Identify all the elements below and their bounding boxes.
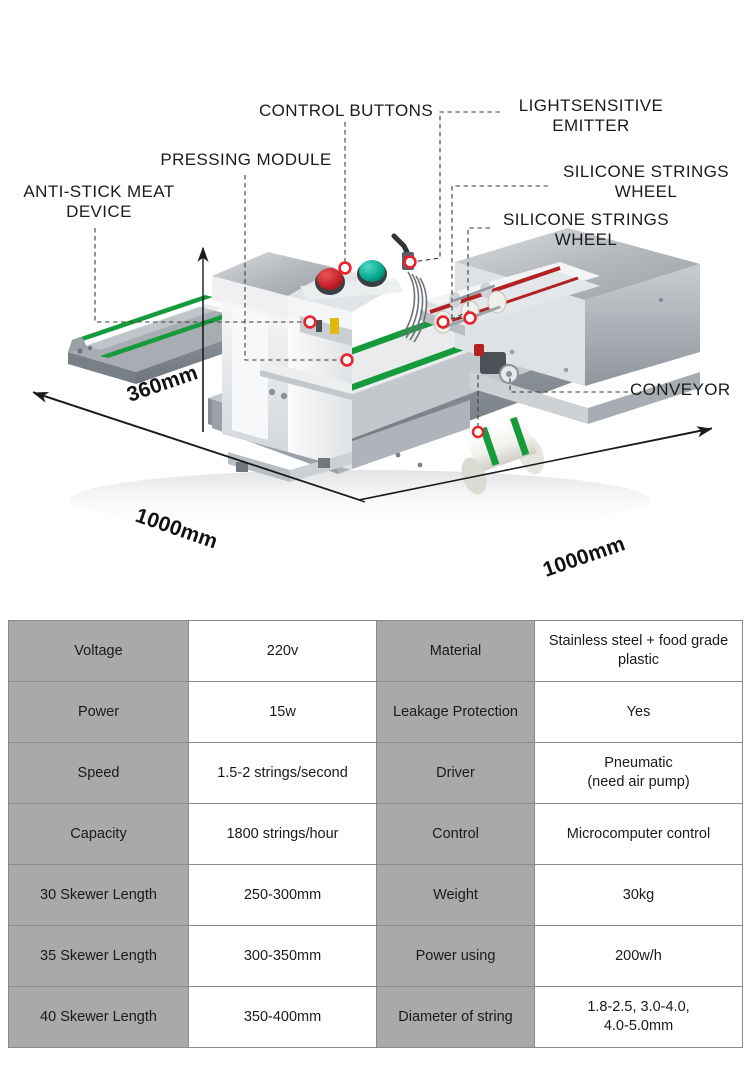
cable-bundle: [401, 271, 428, 343]
callout-lightsensitive-emitter: LIGHTSENSITIVE EMITTER: [518, 96, 664, 135]
product-diagram: ANTI-STICK MEAT DEVICE PRESSING MODULE C…: [23, 96, 731, 582]
callout-control-buttons: CONTROL BUTTONS: [258, 101, 434, 120]
spec-value-right: Yes: [534, 681, 743, 743]
pressing-module-tower: [212, 233, 428, 482]
callout-anti-stick-meat-device: ANTI-STICK MEAT DEVICE: [23, 182, 175, 221]
machine-illustration: [32, 111, 713, 530]
spec-value-left: 1800 strings/hour: [188, 803, 377, 865]
callout-markers: [303, 255, 485, 439]
spec-key-left: Speed: [8, 742, 189, 804]
spec-key-right: Driver: [376, 742, 535, 804]
spec-value-left: 350-400mm: [188, 986, 377, 1048]
spec-value-right: 200w/h: [534, 925, 743, 987]
spec-key-right: Diameter of string: [376, 986, 535, 1048]
callout-conveyor: CONVEYOR: [630, 380, 731, 399]
spec-value-right: Pneumatic(need air pump): [534, 742, 743, 804]
spec-value-left: 220v: [188, 620, 377, 682]
spec-key-right: Control: [376, 803, 535, 865]
spec-key-left: Capacity: [8, 803, 189, 865]
spec-key-left: 35 Skewer Length: [8, 925, 189, 987]
callout-silicone-strings-wheel-upper: SILICONE STRINGS WHEEL: [562, 162, 730, 201]
callout-pressing-module: PRESSING MODULE: [160, 150, 332, 169]
spec-value-left: 1.5-2 strings/second: [188, 742, 377, 804]
callout-leader-lines: [94, 111, 628, 430]
spec-value-right: 30kg: [534, 864, 743, 926]
spec-key-right: Material: [376, 620, 535, 682]
spec-value-left: 250-300mm: [188, 864, 377, 926]
spec-key-right: Power using: [376, 925, 535, 987]
spec-value-left: 15w: [188, 681, 377, 743]
callout-silicone-strings-wheel-lower: SILICONE STRINGS WHEEL: [502, 210, 670, 249]
spec-value-left: 300-350mm: [188, 925, 377, 987]
control-buttons-group: [315, 260, 387, 295]
spec-key-left: Power: [8, 681, 189, 743]
spec-value-right: Microcomputer control: [534, 803, 743, 865]
spec-key-left: 40 Skewer Length: [8, 986, 189, 1048]
conveyor-roller: [461, 414, 545, 495]
spec-value-right: 1.8-2.5, 3.0-4.0,4.0-5.0mm: [534, 986, 743, 1048]
spec-key-left: 30 Skewer Length: [8, 864, 189, 926]
spec-key-right: Weight: [376, 864, 535, 926]
spec-value-right: Stainless steel + food grade plastic: [534, 620, 743, 682]
pressure-gauge: [474, 344, 519, 384]
spec-key-right: Leakage Protection: [376, 681, 535, 743]
spec-key-left: Voltage: [8, 620, 189, 682]
dimension-lines: [32, 246, 713, 503]
